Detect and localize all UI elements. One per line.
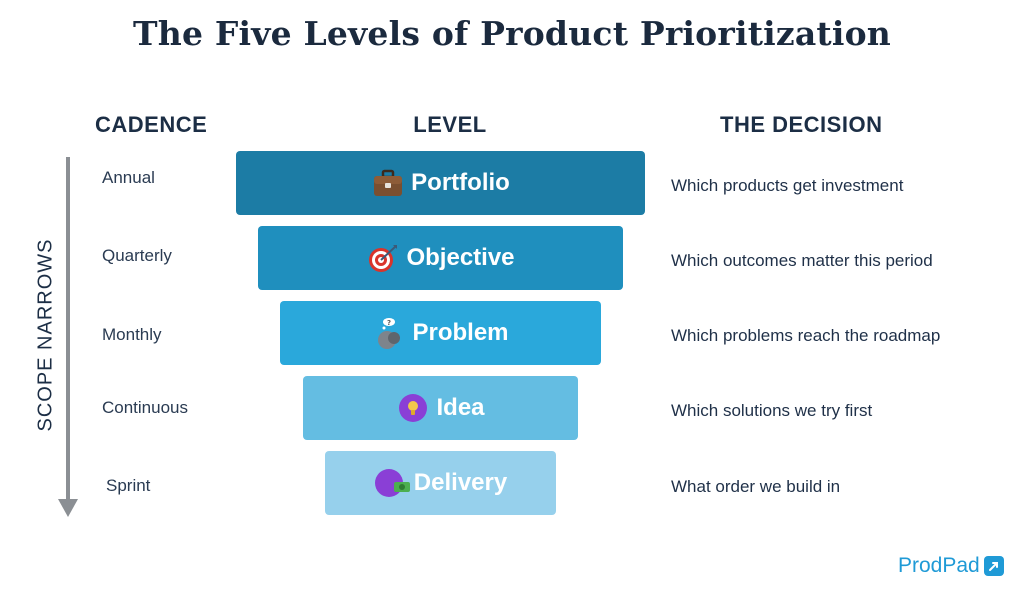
brand-name: ProdPad [898, 554, 980, 577]
cadence-annual: Annual [102, 168, 155, 187]
delivery-icon [374, 466, 410, 500]
decision-problem: Which problems reach the roadmap [671, 326, 941, 345]
level-label-problem: Problem [412, 319, 509, 346]
decision-delivery: What order we build in [671, 477, 841, 496]
level-bar-portfolio: Portfolio [236, 151, 645, 215]
prodpad-logo-icon [983, 556, 1004, 576]
scope-axis-label: SCOPE NARROWS [34, 238, 57, 432]
cadence-header: CADENCE [95, 112, 208, 137]
thinking-head-icon: ? [372, 316, 406, 350]
briefcase-icon [371, 166, 405, 200]
level-bar-objective: Objective [258, 226, 623, 290]
cadence-continuous: Continuous [102, 398, 189, 417]
scope-axis-line [66, 157, 70, 501]
target-icon [366, 241, 400, 275]
level-bar-idea: Idea [303, 376, 578, 440]
level-label-objective: Objective [406, 244, 515, 271]
level-label-portfolio: Portfolio [411, 169, 510, 196]
level-header: LEVEL [413, 112, 487, 137]
lightbulb-icon [396, 391, 430, 425]
level-bar-delivery: Delivery [325, 451, 556, 515]
decision-objective: Which outcomes matter this period [671, 251, 933, 270]
cadence-sprint: Sprint [106, 476, 151, 495]
decision-idea: Which solutions we try first [671, 401, 873, 420]
decision-header: THE DECISION [720, 112, 883, 137]
level-label-delivery: Delivery [413, 469, 508, 496]
svg-text:?: ? [387, 319, 391, 327]
level-label-idea: Idea [436, 394, 485, 421]
down-arrow-icon [58, 499, 78, 517]
brand-logo: ProdPad [898, 554, 1004, 578]
page-title: The Five Levels of Product Prioritizatio… [133, 14, 891, 53]
decision-portfolio: Which products get investment [671, 176, 904, 195]
level-bar-problem: ? Problem [280, 301, 601, 365]
cadence-quarterly: Quarterly [102, 246, 172, 265]
cadence-monthly: Monthly [102, 325, 162, 344]
